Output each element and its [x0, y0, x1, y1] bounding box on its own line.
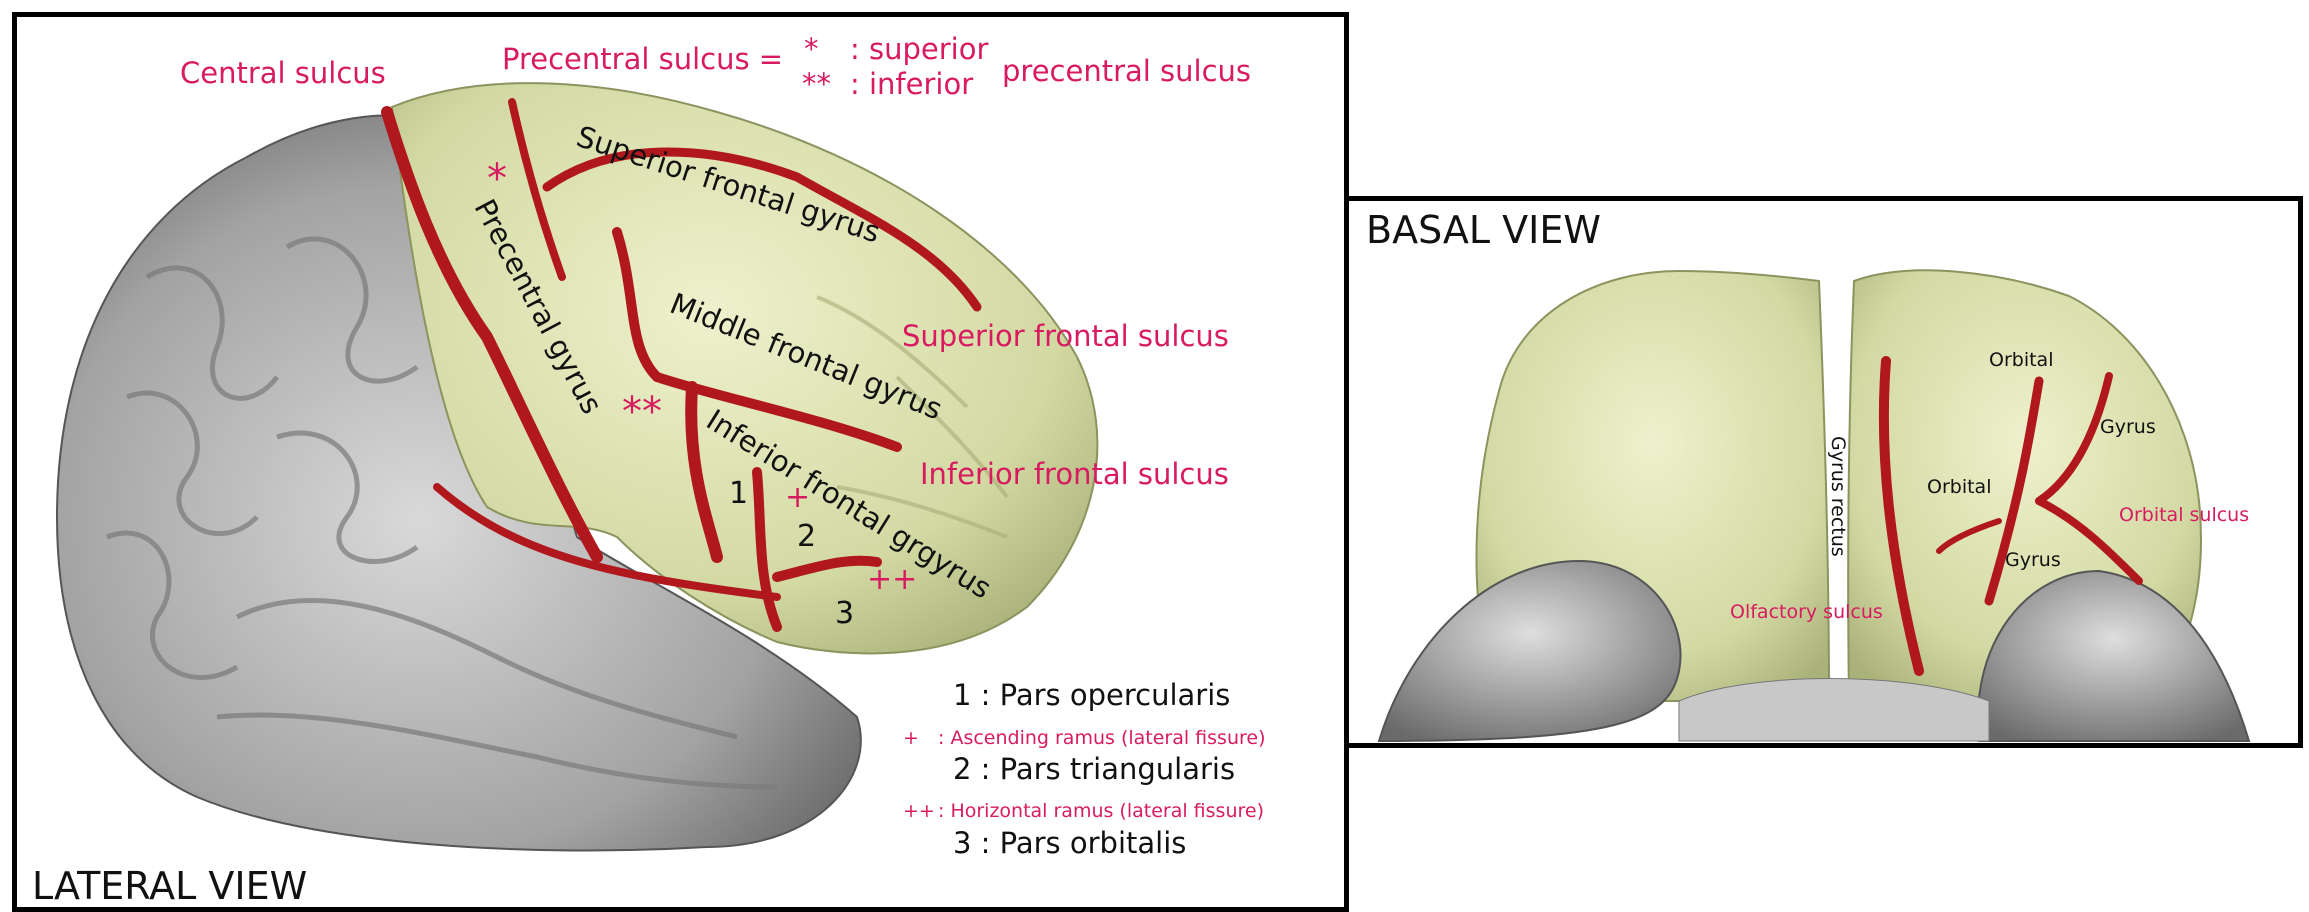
legend-pars-orbitalis: 3 : Pars orbitalis [953, 826, 1187, 860]
inferior-frontal-sulcus-label: Inferior frontal sulcus [920, 457, 1229, 491]
brainstem-gray [1678, 678, 1990, 742]
sulci-red [381, 98, 982, 632]
lateral-view-title: LATERAL VIEW [32, 864, 308, 908]
basal-view-panel: BASAL VIEW Orbital Gyrus Orbital Orbital… [1349, 196, 2303, 748]
horizontal-ramus-marker: ++ [867, 562, 918, 597]
legend-pars-opercularis: 1 : Pars opercularis [953, 678, 1231, 712]
pars-triangularis-number: 2 [797, 519, 817, 554]
superior-frontal-sulcus-label: Superior frontal sulcus [902, 319, 1229, 353]
ascending-ramus-marker: + [785, 480, 811, 515]
olfactory-sulcus-label: Olfactory sulcus [1730, 601, 1883, 623]
inferior-suffix: : inferior [850, 67, 974, 101]
legend-star-single: * [804, 32, 819, 66]
legend-star-double: ** [802, 67, 831, 101]
orbital-top-label: Orbital [1989, 349, 2054, 371]
basal-brain-illustration [1377, 269, 2251, 743]
legend-horizontal-ramus: : Horizontal ramus (lateral fissure) [938, 800, 1264, 822]
gyrus-right-label: Gyrus [2100, 416, 2156, 438]
superior-suffix: : superior [850, 32, 989, 66]
inferior-precentral-sulcus-marker: ** [622, 389, 662, 435]
gray-gyri-folds [106, 236, 778, 790]
orbital-left-label: Orbital [1927, 476, 1992, 498]
pars-orbitalis-number: 3 [835, 596, 855, 631]
pars-opercularis-number: 1 [729, 476, 749, 511]
lateral-brain-illustration [55, 82, 1099, 852]
orbital-sulcus-label: Orbital sulcus [2119, 504, 2250, 526]
gyrus-bottom-label: Gyrus [2005, 549, 2061, 571]
central-sulcus-label: Central sulcus [180, 56, 386, 90]
legend-ascending-ramus: : Ascending ramus (lateral fissure) [938, 727, 1266, 749]
precentral-sulcus-label: Precentral sulcus = [502, 42, 784, 76]
precentral-sulcus-tail-label: precentral sulcus [1002, 54, 1252, 88]
legend-double-plus-symbol: ++ [903, 800, 935, 822]
lateral-view-panel: Central sulcus Precentral sulcus = * : s… [12, 12, 1349, 912]
green-gyri-folds [816, 295, 1009, 539]
right-temporal-pole [1976, 569, 2251, 742]
basal-sulci-red [1878, 356, 2143, 676]
brain-gray-hemisphere [55, 114, 862, 852]
legend-plus-symbol: + [903, 727, 919, 749]
superior-precentral-sulcus-marker: * [487, 156, 507, 202]
basal-view-title: BASAL VIEW [1366, 208, 1601, 252]
left-temporal-pole [1377, 559, 1682, 743]
legend-pars-triangularis: 2 : Pars triangularis [953, 752, 1236, 786]
gyrus-rectus-label: Gyrus rectus [1827, 436, 1849, 557]
